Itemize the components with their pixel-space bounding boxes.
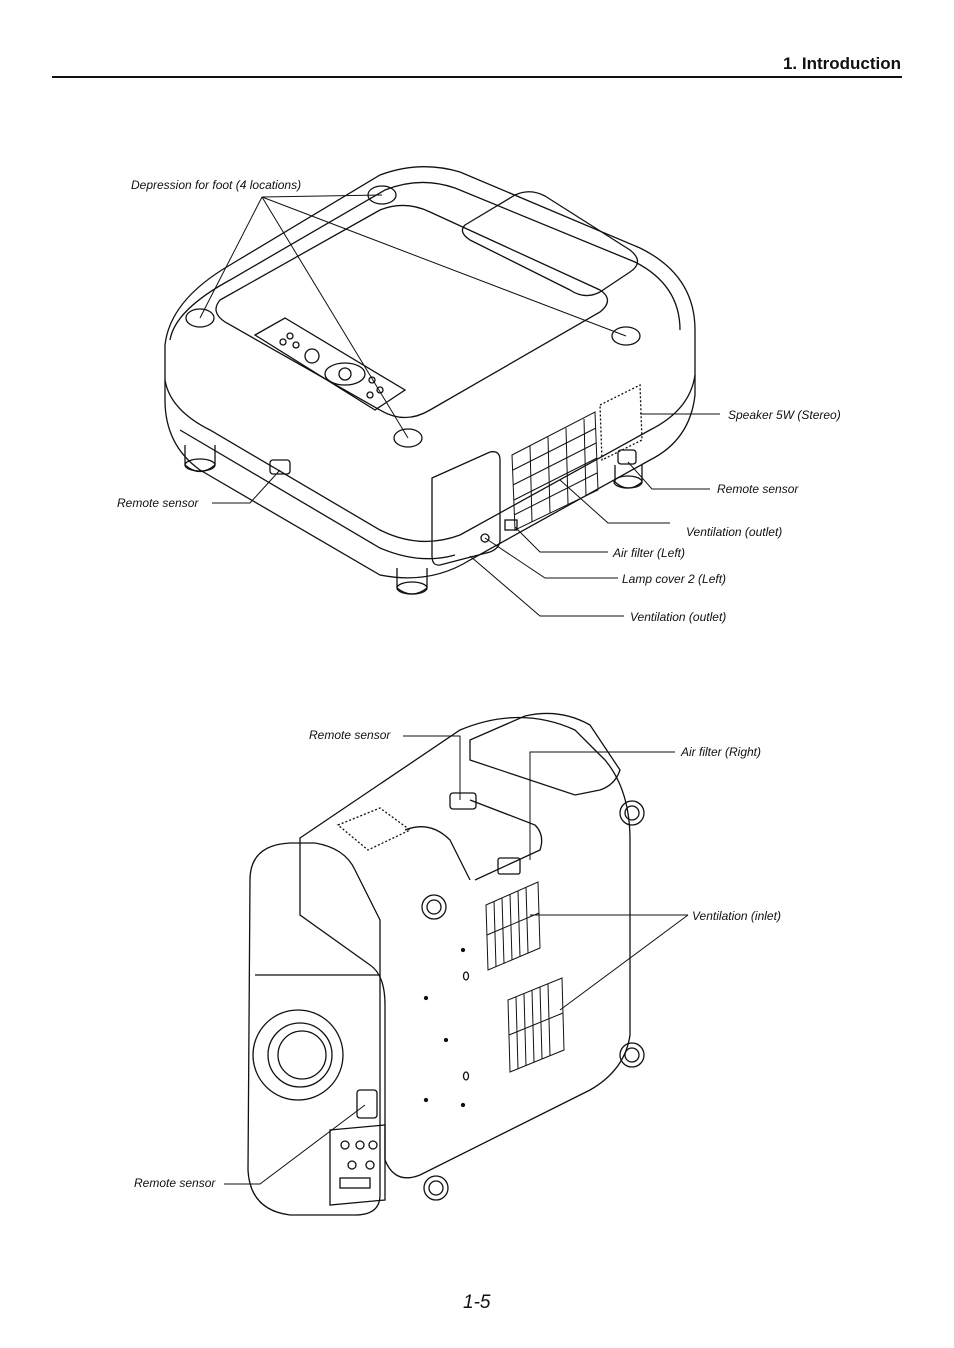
label-remote-sensor-top: Remote sensor: [309, 728, 391, 742]
header-rule: [52, 76, 902, 78]
label-remote-sensor-bottom: Remote sensor: [134, 1176, 216, 1190]
label-remote-sensor-left: Remote sensor: [117, 496, 199, 510]
label-lamp-cover-left: Lamp cover 2 (Left): [622, 572, 727, 586]
projector-top-illustration: [164, 166, 720, 617]
page-number: 1-5: [463, 1292, 491, 1313]
label-air-filter-right: Air filter (Right): [681, 745, 762, 759]
label-remote-sensor-right: Remote sensor: [717, 482, 799, 496]
label-air-filter-left: Air filter (Left): [613, 546, 686, 560]
label-ventilation-inlet: Ventilation (inlet): [692, 909, 781, 923]
label-ventilation-outlet-1: Ventilation (outlet): [686, 525, 783, 539]
label-depression-for-foot: Depression for foot (4 locations): [131, 178, 302, 192]
section-title: 1. Introduction: [782, 54, 901, 73]
label-ventilation-outlet-2: Ventilation (outlet): [630, 610, 727, 624]
label-speaker: Speaker 5W (Stereo): [728, 408, 841, 422]
